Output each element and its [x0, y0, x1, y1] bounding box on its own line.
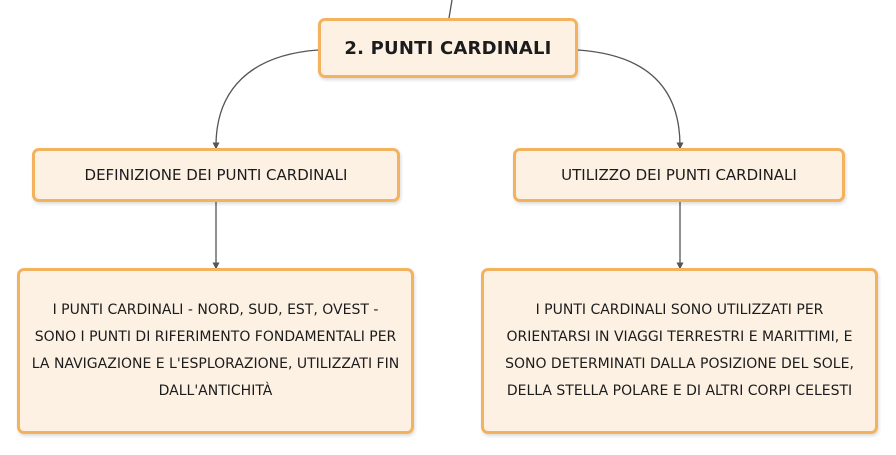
- connector-root-to-left: [212, 49, 319, 150]
- root-node-title: 2. PUNTI CARDINALI: [344, 37, 552, 59]
- usage-description-node[interactable]: I PUNTI CARDINALI SONO UTILIZZATI PER OR…: [481, 268, 878, 434]
- definition-description-node[interactable]: I PUNTI CARDINALI - NORD, SUD, EST, OVES…: [17, 268, 414, 434]
- connector-root-to-right: [577, 49, 684, 150]
- connector-incoming: [448, 0, 453, 19]
- definition-node[interactable]: DEFINIZIONE DEI PUNTI CARDINALI: [32, 148, 400, 202]
- usage-description-text: I PUNTI CARDINALI SONO UTILIZZATI PER OR…: [505, 302, 854, 399]
- definition-description-text: I PUNTI CARDINALI - NORD, SUD, EST, OVES…: [31, 302, 400, 399]
- root-node[interactable]: 2. PUNTI CARDINALI: [318, 18, 578, 78]
- usage-node[interactable]: UTILIZZO DEI PUNTI CARDINALI: [513, 148, 845, 202]
- definition-node-title: DEFINIZIONE DEI PUNTI CARDINALI: [84, 166, 348, 184]
- usage-node-title: UTILIZZO DEI PUNTI CARDINALI: [561, 166, 797, 184]
